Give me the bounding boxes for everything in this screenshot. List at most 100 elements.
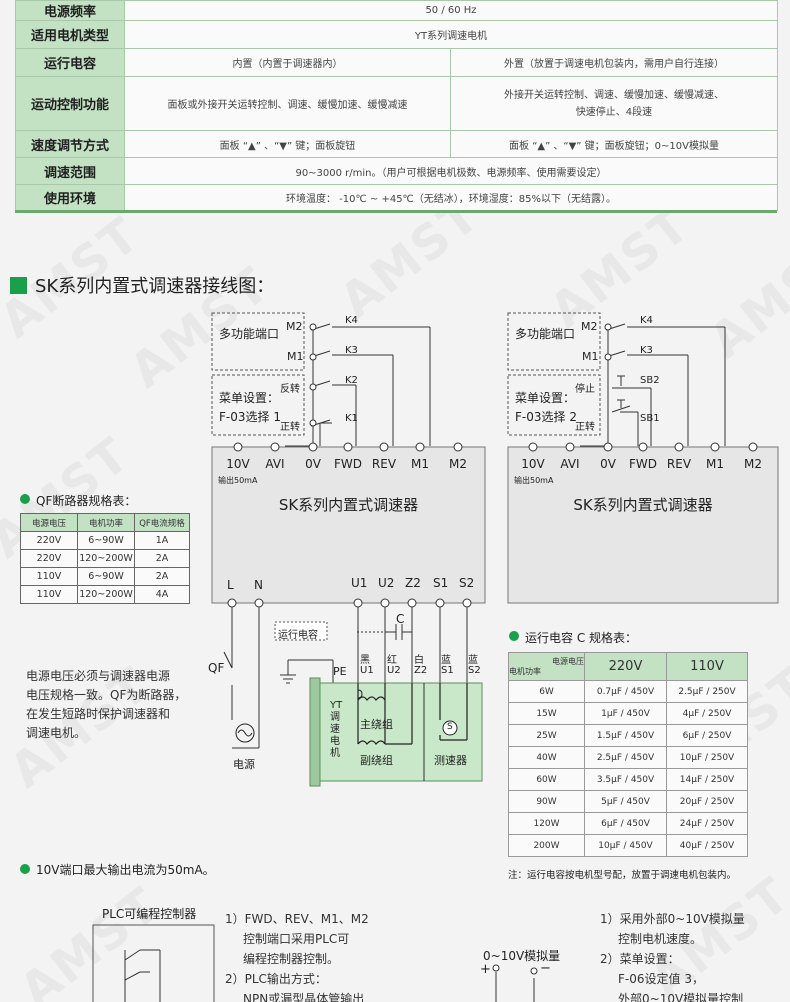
menu-value-label: F-03选择 2	[515, 410, 577, 424]
plc-line: 编程控制器控制。	[243, 952, 340, 966]
k3-label: K3	[640, 345, 653, 356]
bullet-square-icon	[10, 276, 27, 294]
row-key: 适用电机类型	[15, 20, 125, 49]
wire-color-black: 黑	[360, 655, 370, 666]
row-value: 外置（放置于调速电机包装内，需用户自行连接）	[450, 48, 778, 77]
qf-table-title: QF断路器规格表：	[36, 494, 137, 508]
tacho-s-icon: S	[447, 722, 453, 732]
qf-cell: 120~200W	[77, 549, 135, 568]
row-value: YT系列调速电机	[124, 20, 778, 49]
qf-cell: 120~200W	[77, 585, 135, 604]
qf-cell: 110V	[20, 567, 78, 586]
terminal-U1: U1	[351, 576, 368, 590]
cap-cell: 15W	[508, 702, 585, 725]
plc-title: PLC可编程控制器	[102, 907, 197, 921]
m1-label: M1	[287, 350, 304, 363]
qf-header: QF电流规格	[134, 513, 190, 532]
row-value: 90~3000 r/min。（用户可根据电机极数、电源频率、使用需要设定）	[124, 157, 778, 185]
tachometer-label: 测速器	[434, 754, 467, 767]
cap-cell: 6μF / 250V	[666, 724, 748, 747]
sb1-label: SB1	[640, 413, 660, 424]
output-current-label: 输出50mA	[514, 476, 554, 485]
sb2-label: SB2	[640, 375, 660, 386]
cap-cell: 10μF / 450V	[584, 834, 667, 857]
terminal-Z2: Z2	[405, 576, 421, 590]
corner-top-label: 电源电压	[552, 656, 584, 666]
qf-cell: 6~90W	[77, 531, 135, 550]
power-note: 电源电压必须与调速器电源 电压规格一致。QF为断路器， 在发生短路时保护调速器和…	[26, 667, 186, 743]
menu-setting-label: 菜单设置：	[219, 391, 280, 405]
cap-cell: 14μF / 250V	[666, 768, 748, 791]
terminal-L: L	[227, 578, 234, 592]
terminal-label: FWD	[334, 457, 363, 471]
qf-cell: 4A	[134, 585, 190, 604]
bullet-dot-icon	[509, 631, 519, 641]
wire-color-blue1: 蓝	[441, 655, 451, 666]
analog-line: F-06设定值 3，	[618, 972, 704, 986]
terminal-label: AVI	[560, 457, 580, 471]
cap-header: 110V	[666, 652, 748, 681]
row-key: 运动控制功能	[15, 76, 125, 131]
terminal-label: M2	[449, 457, 467, 471]
qf-cell: 2A	[134, 549, 190, 568]
output-current-label: 输出50mA	[218, 476, 258, 485]
cap-cell: 1μF / 450V	[584, 702, 667, 725]
terminal-S2: S2	[459, 576, 475, 590]
cap-cell: 24μF / 250V	[666, 812, 748, 835]
qf-cell: 110V	[20, 585, 78, 604]
multi-port-label: 多功能端口	[515, 327, 576, 341]
wire-color-red: 红	[387, 655, 397, 666]
note-10v: 10V端口最大输出电流为50mA。	[36, 863, 215, 877]
section-title: SK系列内置式调速器接线图：	[35, 276, 275, 297]
cap-cell: 1.5μF / 450V	[584, 724, 667, 747]
cap-cell: 2.5μF / 250V	[666, 680, 748, 703]
terminal-label: 0V	[305, 457, 321, 471]
plc-line: 2）PLC输出方式：	[225, 972, 327, 986]
row-key: 电源频率	[15, 0, 125, 21]
terminal-label: M1	[706, 457, 724, 471]
qf-cell: 220V	[20, 531, 78, 550]
reverse-label: 反转	[280, 384, 300, 395]
controller-title: SK系列内置式调速器	[278, 496, 419, 514]
wire-term-z2: Z2	[414, 665, 428, 676]
wire-term-u1: U1	[360, 665, 374, 676]
yt-motor-label: YT调速电机	[330, 700, 343, 759]
row-value: 50 / 60 Hz	[124, 0, 778, 21]
wire-term-u2: U2	[387, 665, 401, 676]
m2-label: M2	[581, 320, 598, 333]
terminal-label: 10V	[521, 457, 545, 471]
cap-cell: 0.7μF / 450V	[584, 680, 667, 703]
row-key: 调速范围	[15, 157, 125, 185]
k3-label: K3	[345, 345, 358, 356]
forward-label: 正转	[575, 422, 595, 433]
table-bottom-rule	[15, 210, 777, 213]
terminal-N: N	[254, 578, 263, 592]
note-line: 电压规格一致。QF为断路器，	[26, 688, 187, 702]
k4-label: K4	[345, 315, 358, 326]
analog-line: 外部0~10V模拟量控制	[618, 992, 744, 1002]
cap-cell: 10μF / 250V	[666, 746, 748, 769]
minus-sign-icon: −	[540, 961, 551, 976]
run-capacitor-label: 运行电容	[278, 630, 318, 641]
cap-cell: 200W	[508, 834, 585, 857]
analog-line: 控制电机速度。	[618, 932, 703, 946]
analog-line: 2）菜单设置：	[600, 952, 680, 966]
cap-table-title: 运行电容 C 规格表：	[525, 631, 638, 645]
terminal-label: M2	[744, 457, 762, 471]
row-value: 环境温度： -10℃ ~ +45℃（无结冰），环境湿度：85%以下（无结露）。	[124, 184, 778, 211]
plus-sign-icon: +	[480, 962, 491, 977]
row-key: 运行电容	[15, 48, 125, 77]
pe-label: PE	[333, 665, 347, 678]
analog-notes: 1）采用外部0~10V模拟量 控制电机速度。 2）菜单设置： F-06设定值 3…	[600, 909, 745, 1002]
terminal-label: M1	[411, 457, 429, 471]
row-value: 面板 “▲” 、“▼” 键；面板旋钮；0~10V模拟量	[450, 130, 778, 158]
row-value: 面板 “▲” 、“▼” 键；面板旋钮	[124, 130, 451, 158]
k1-label: K1	[345, 413, 358, 424]
qf-cell: 1A	[134, 531, 190, 550]
aux-winding-label: 副绕组	[360, 754, 393, 767]
qf-cell: 220V	[20, 549, 78, 568]
analog-line: 1）采用外部0~10V模拟量	[600, 912, 745, 926]
